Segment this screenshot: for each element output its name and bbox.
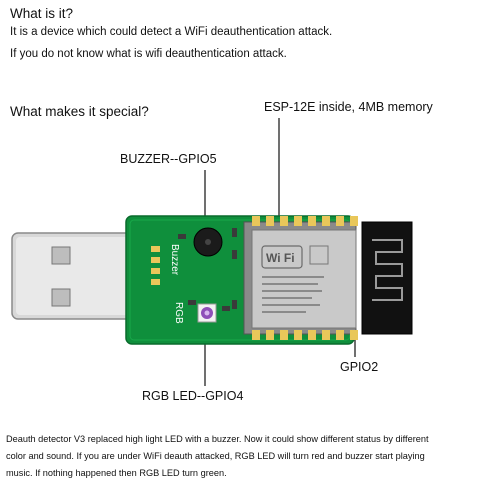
special-heading: What makes it special? [10,104,149,119]
gpio2-callout-label: GPIO2 [340,360,379,374]
rgb-led [197,303,217,323]
esp-module: Wi Fi [243,216,358,340]
intro-heading: What is it? [10,6,74,21]
rgb-callout-label: RGB LED--GPIO4 [142,389,244,403]
esp-callout-label: ESP-12E inside, 4MB memory [264,100,433,114]
module-logo: Wi Fi [266,251,295,265]
rgb-silk-label: RGB [173,302,184,324]
buzzer-silk-label: Buzzer [169,244,180,276]
caption-line-2: color and sound. If you are under WiFi d… [6,451,425,461]
pcb-antenna [361,221,413,335]
intro-line-1: It is a device which could detect a WiFi… [10,26,333,38]
buzzer [193,227,223,257]
caption-block: Deauth detector V3 replaced high light L… [6,431,476,482]
intro-line-2: If you do not know what is wifi deauthen… [10,48,287,60]
usb-hole-bottom [51,288,71,307]
caption-line-3: music. If nothing happened then RGB LED … [6,468,227,478]
usb-hole-top [51,246,71,265]
caption-line-1: Deauth detector V3 replaced high light L… [6,434,429,444]
buzzer-callout-label: BUZZER--GPIO5 [120,152,217,166]
